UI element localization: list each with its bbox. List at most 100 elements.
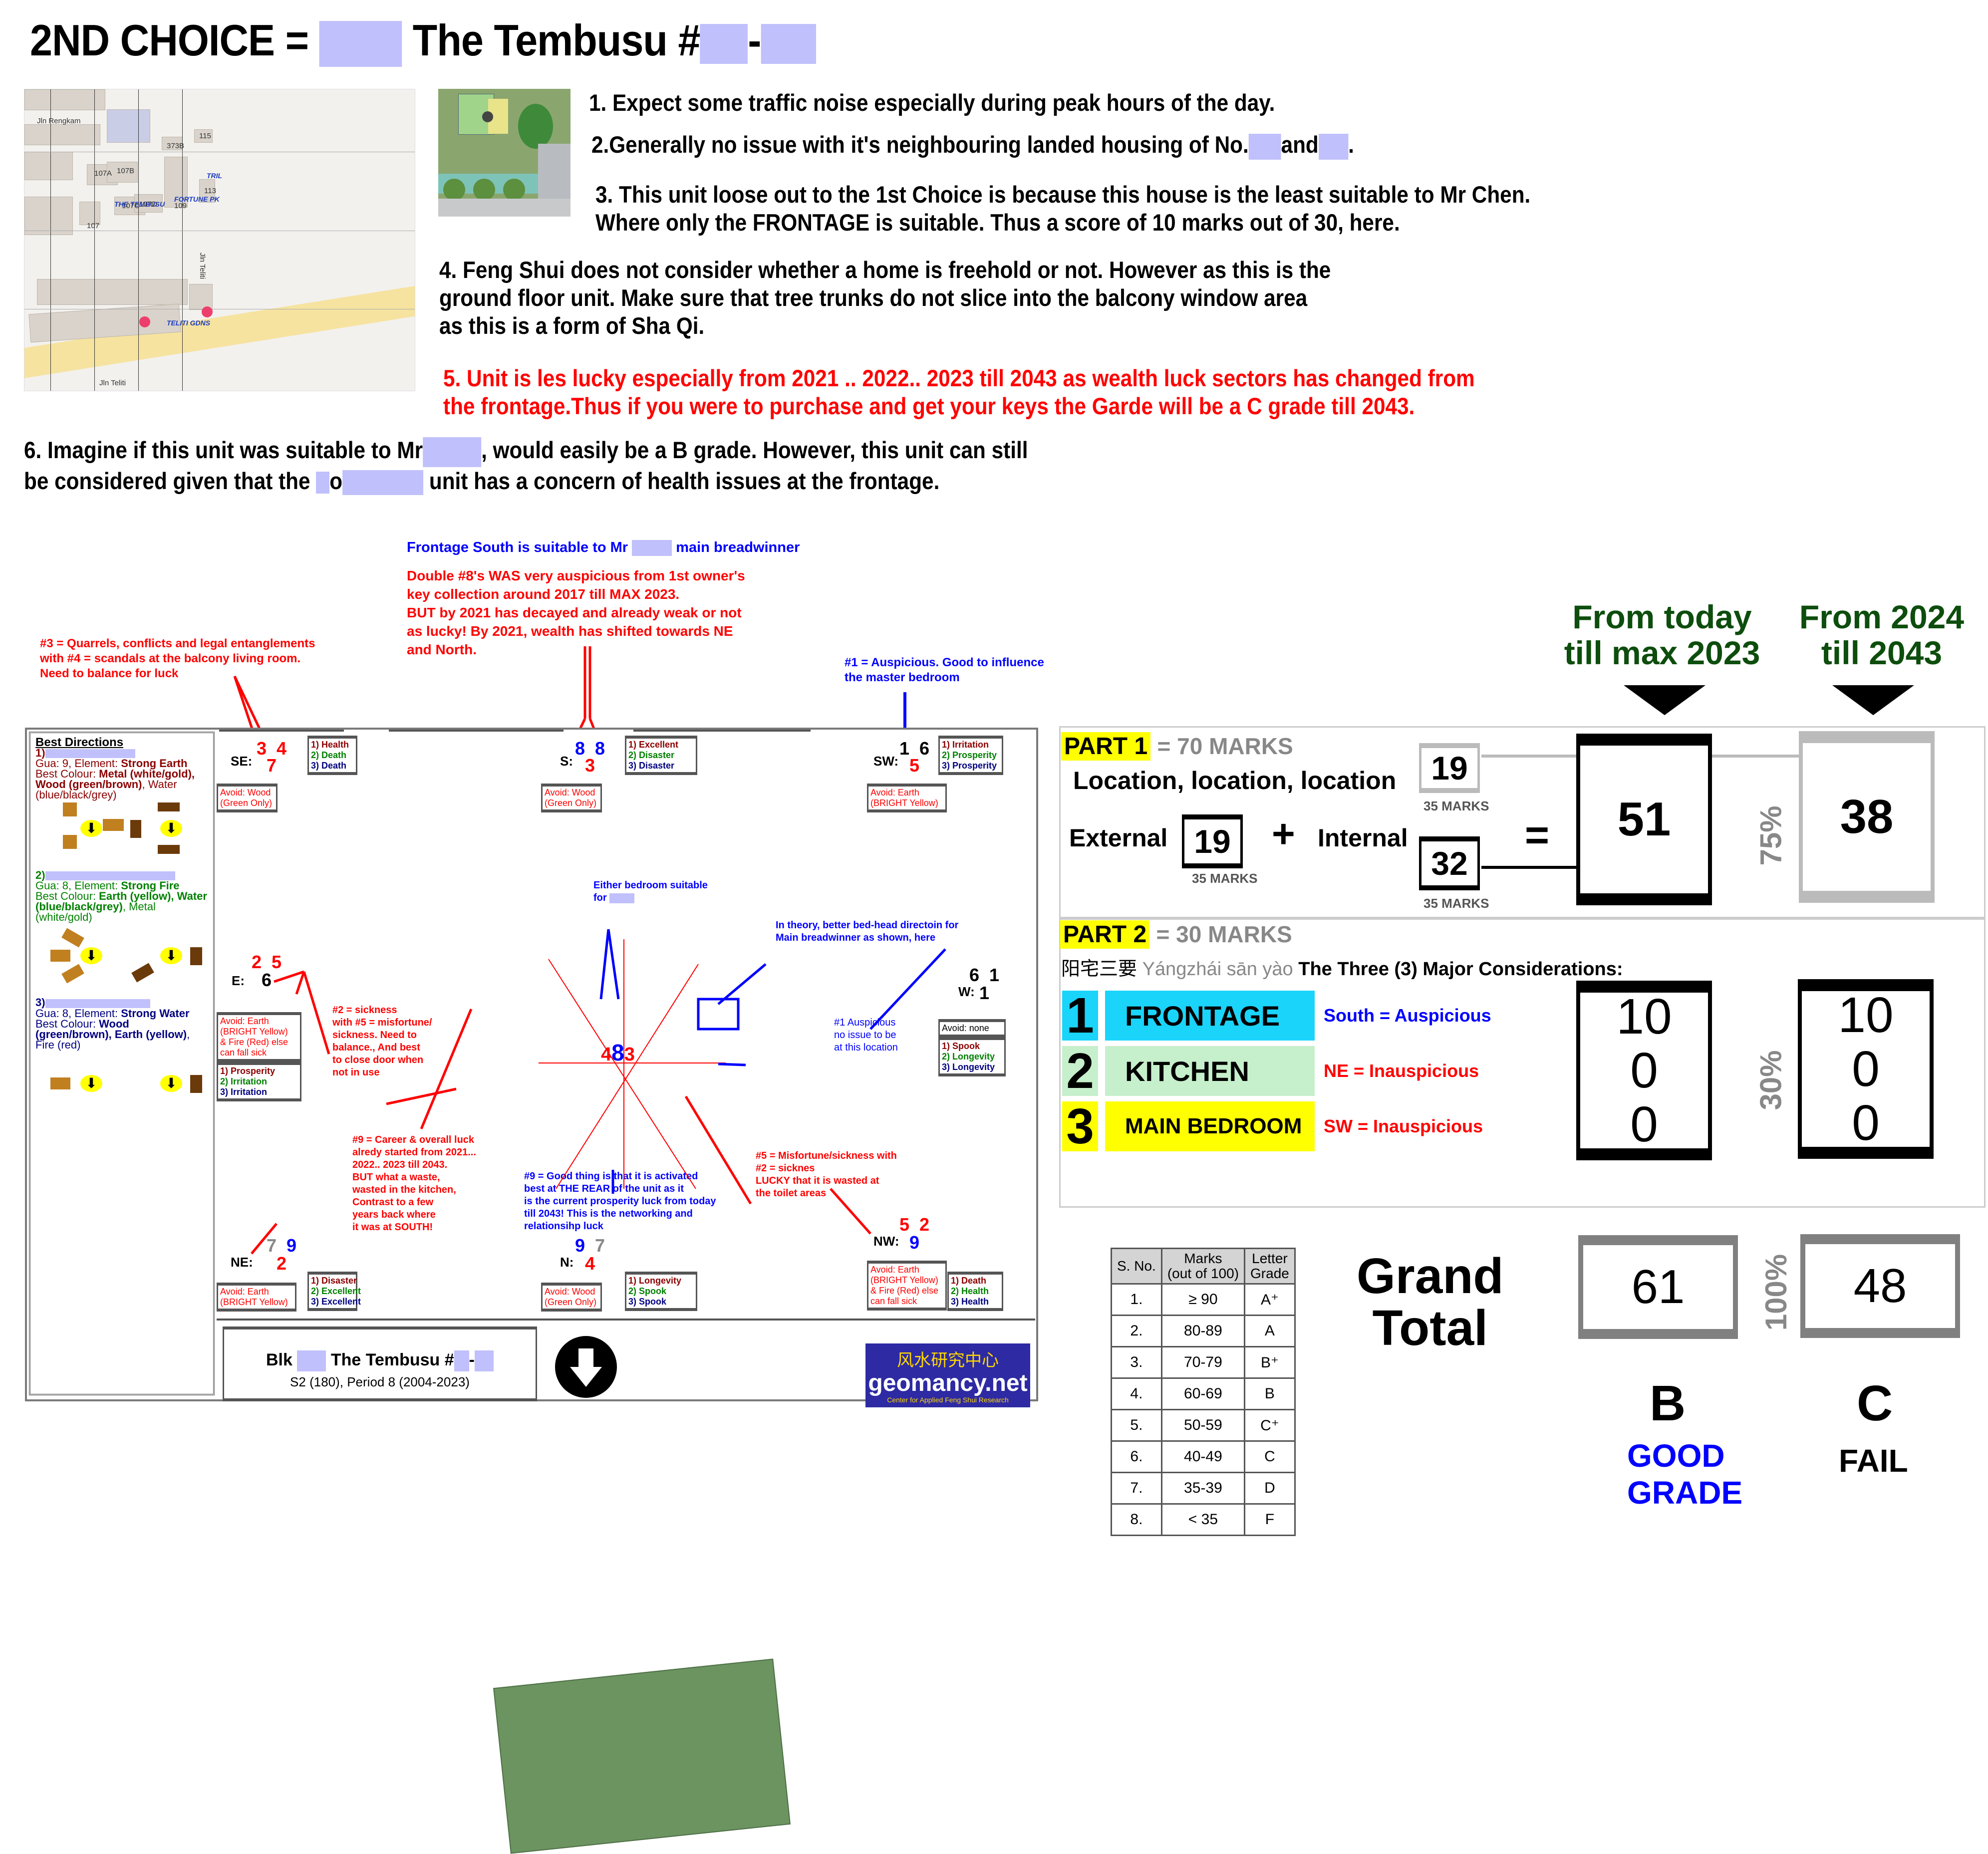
consideration-frontage: 1 FRONTAGE South = Auspicious <box>1062 988 1491 1044</box>
page-title: 2ND CHOICE = The Tembusu #- <box>30 15 816 67</box>
grade-letter: B⁺ <box>1244 1346 1296 1379</box>
grade-2024: C <box>1857 1375 1893 1431</box>
note-1: 1. Expect some traffic noise especially … <box>589 89 1275 116</box>
star-base: 5 <box>909 755 920 776</box>
sector-n-avoid: Avoid: Wood(Green Only) <box>541 1283 602 1312</box>
location-map[interactable]: Jln Rengkam THE TEMBUSU FORTUNE PK TRIL … <box>24 89 415 391</box>
title-sep: - <box>748 15 761 65</box>
star-mountain: 3 <box>257 738 267 759</box>
part-1-total-2024: 38 <box>1799 731 1935 903</box>
kitchen-score-2024: 0 <box>1852 1041 1880 1097</box>
redacted-number <box>1248 133 1281 160</box>
map-label: 107D <box>139 200 157 209</box>
down-triangle-icon <box>1832 685 1914 715</box>
part-1-tag: PART 1 <box>1061 732 1151 761</box>
part-2-marks: = 30 MARKS <box>1156 921 1292 947</box>
note-2-and: and <box>1281 131 1319 158</box>
arrow-down-icon: ⬇ <box>160 947 182 965</box>
star-base: 1 <box>979 983 990 1003</box>
bed-orientation-diagram: ⬇ ⬇ <box>35 800 208 860</box>
note-6: 6. Imagine if this unit was suitable to … <box>24 436 1028 496</box>
note-3-line: 3. This unit loose out to the 1st Choice… <box>595 181 1531 208</box>
note-4: 4. Feng Shui does not consider whether a… <box>439 256 1331 340</box>
external-label: External <box>1069 824 1168 852</box>
redacted-unit <box>475 1350 494 1372</box>
note-2: 2.Generally no issue with it's neighbour… <box>591 131 1354 160</box>
star-water: 4 <box>277 738 287 759</box>
best-directions-panel: Best Directions 1) Gua: 9, Element: Stro… <box>29 732 215 1395</box>
star-mountain: 6 <box>969 965 980 985</box>
consideration-result: SW = Inauspicious <box>1324 1116 1483 1136</box>
star-mountain: 1 <box>899 738 910 759</box>
geomancy-logo[interactable]: 风水研究中心 geomancy.net Center for Applied F… <box>865 1343 1030 1407</box>
site-plan-image[interactable] <box>438 89 570 217</box>
note-3: 3. This unit loose out to the 1st Choice… <box>595 181 1530 237</box>
bedroom-score-today: 0 <box>1630 1096 1658 1152</box>
external-score: 19 <box>1182 814 1243 868</box>
star-mountain: 9 <box>575 1235 585 1256</box>
star-base: 7 <box>267 755 277 776</box>
col-sno: S. No. <box>1111 1248 1162 1285</box>
grade-sno: 2. <box>1111 1315 1162 1347</box>
diagram-pointer-lines <box>251 929 946 1255</box>
note-6-text: be considered given that the <box>24 467 310 494</box>
map-place-label: TELITI GDNS <box>167 319 211 327</box>
grand-total-weight: 100% <box>1759 1254 1793 1331</box>
pinyin-title: Yángzhái sān yào <box>1142 959 1293 980</box>
grade-letter: A <box>1244 1315 1296 1347</box>
frontage-score-today: 10 <box>1616 989 1672 1045</box>
note-5-line: 5. Unit is les lucky especially from 202… <box>443 365 1475 391</box>
bus-stop-icon <box>139 316 150 327</box>
sector-se-avoid: Avoid: Wood(Green Only) <box>217 784 278 812</box>
star-mountain: 2 <box>252 952 262 972</box>
note-4-line: 4. Feng Shui does not consider whether a… <box>439 257 1331 283</box>
grade-sno: 1. <box>1111 1283 1162 1316</box>
star-water: 2 <box>919 1214 930 1235</box>
grand-total-today: 61 <box>1578 1235 1738 1339</box>
map-label: 107 <box>87 222 100 230</box>
annotation-5-misfortune: #5 = Misfortune/sickness with#2 = sickne… <box>756 1150 897 1199</box>
grade-sno: 4. <box>1111 1377 1162 1410</box>
sector-nw-avoid: Avoid: Earth(BRIGHT Yellow)& Fire (Red) … <box>867 1261 947 1311</box>
sector-se: SE: 3 4 7 <box>231 738 287 776</box>
grade-marks: 60-69 <box>1160 1377 1246 1410</box>
star-water: 1 <box>989 965 1000 985</box>
part-2-tag: PART 2 <box>1060 920 1150 949</box>
star-base: 6 <box>262 970 272 990</box>
floor-plan-image[interactable] <box>493 1658 791 1854</box>
sector-sw-avoid: Avoid: Earth(BRIGHT Yellow) <box>867 784 947 812</box>
external-max: 35 MARKS <box>1192 871 1258 886</box>
grade-sno: 3. <box>1111 1346 1162 1379</box>
redacted-text <box>342 470 424 496</box>
consideration-number: 2 <box>1062 1043 1098 1099</box>
grade-letter: A⁺ <box>1244 1283 1296 1316</box>
grade-letter: C⁺ <box>1244 1409 1296 1442</box>
consideration-main-bedroom: 3 MAIN BEDROOM SW = Inauspicious <box>1062 1098 1483 1154</box>
map-label: 107A <box>94 169 112 178</box>
bus-stop-icon <box>202 306 213 317</box>
note-2-text: 2.Generally no issue with it's neighbour… <box>591 131 1249 158</box>
grade-marks: 80-89 <box>1160 1315 1246 1347</box>
note-6-text: , would easily be a B grade. However, th… <box>481 437 1028 463</box>
down-triangle-icon <box>1624 685 1705 715</box>
star-base: 3 <box>585 755 595 776</box>
map-place-label: FORTUNE PK <box>174 195 220 203</box>
part-2-subtitle: 阳宅三要 Yángzhái sān yào The Three (3) Majo… <box>1061 953 1623 981</box>
sector-n: N: 9 7 4 <box>560 1235 605 1274</box>
redacted-name <box>609 893 635 903</box>
star-water: 5 <box>272 952 282 972</box>
star-water: 6 <box>919 738 930 759</box>
redacted-name <box>632 540 672 556</box>
star-water: 7 <box>595 1235 605 1256</box>
